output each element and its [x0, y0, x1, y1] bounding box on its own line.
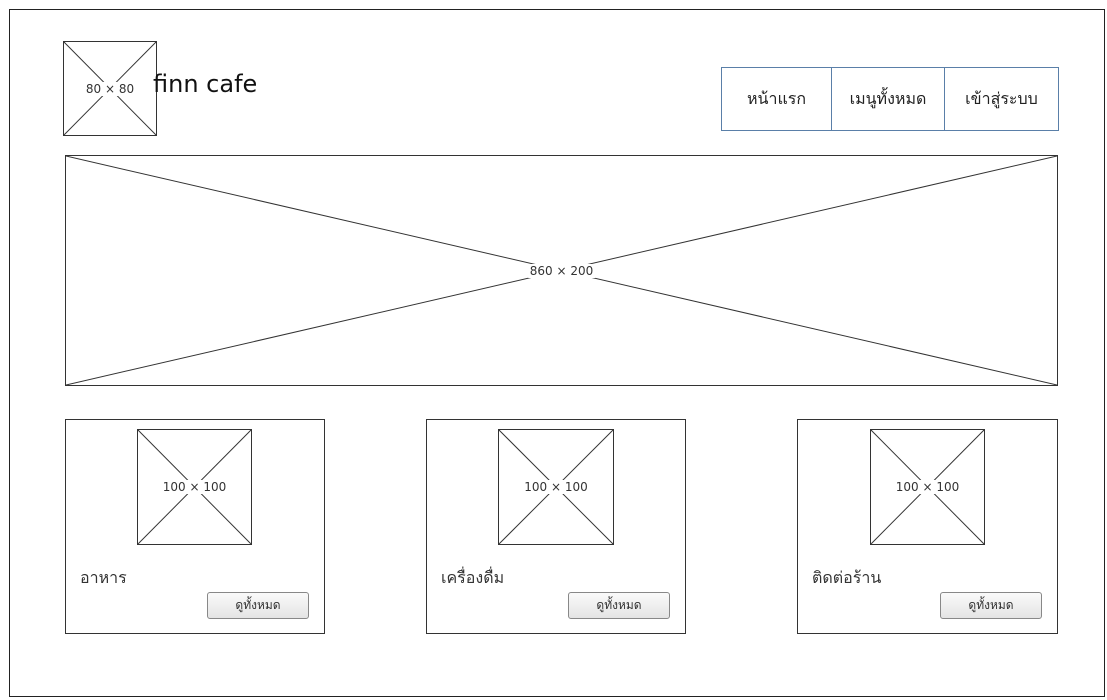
card-image-dimension-label: 100 × 100 [160, 480, 229, 494]
view-all-button[interactable]: ดูทั้งหมด [940, 592, 1042, 619]
card-image-dimension-label: 100 × 100 [522, 480, 590, 494]
view-all-button[interactable]: ดูทั้งหมด [568, 592, 670, 619]
card-title: เครื่องดื่ม [441, 568, 505, 587]
nav-item-all-menu[interactable]: เมนูทั้งหมด [832, 68, 945, 130]
category-card-food: 100 × 100 อาหาร ดูทั้งหมด [65, 419, 325, 634]
main-nav: หน้าแรก เมนูทั้งหมด เข้าสู่ระบบ [721, 67, 1059, 131]
card-image-dimension-label: 100 × 100 [893, 480, 962, 494]
logo-image-placeholder: 80 × 80 [63, 41, 157, 136]
nav-item-home[interactable]: หน้าแรก [722, 68, 832, 130]
view-all-button[interactable]: ดูทั้งหมด [207, 592, 309, 619]
card-image-placeholder: 100 × 100 [498, 429, 614, 545]
card-image-placeholder: 100 × 100 [870, 429, 985, 545]
banner-dimension-label: 860 × 200 [527, 263, 596, 278]
nav-item-login[interactable]: เข้าสู่ระบบ [965, 88, 1038, 108]
logo-dimension-label: 80 × 80 [83, 81, 137, 96]
card-title: อาหาร [80, 568, 127, 587]
wireframe-frame [9, 9, 1105, 697]
card-image-placeholder: 100 × 100 [137, 429, 252, 545]
category-card-drinks: 100 × 100 เครื่องดื่ม ดูทั้งหมด [426, 419, 686, 634]
category-card-contact: 100 × 100 ติดต่อร้าน ดูทั้งหมด [797, 419, 1058, 634]
banner-image-placeholder: 860 × 200 [65, 155, 1058, 386]
brand-name[interactable]: finn cafe [153, 70, 258, 98]
card-title: ติดต่อร้าน [812, 568, 882, 587]
